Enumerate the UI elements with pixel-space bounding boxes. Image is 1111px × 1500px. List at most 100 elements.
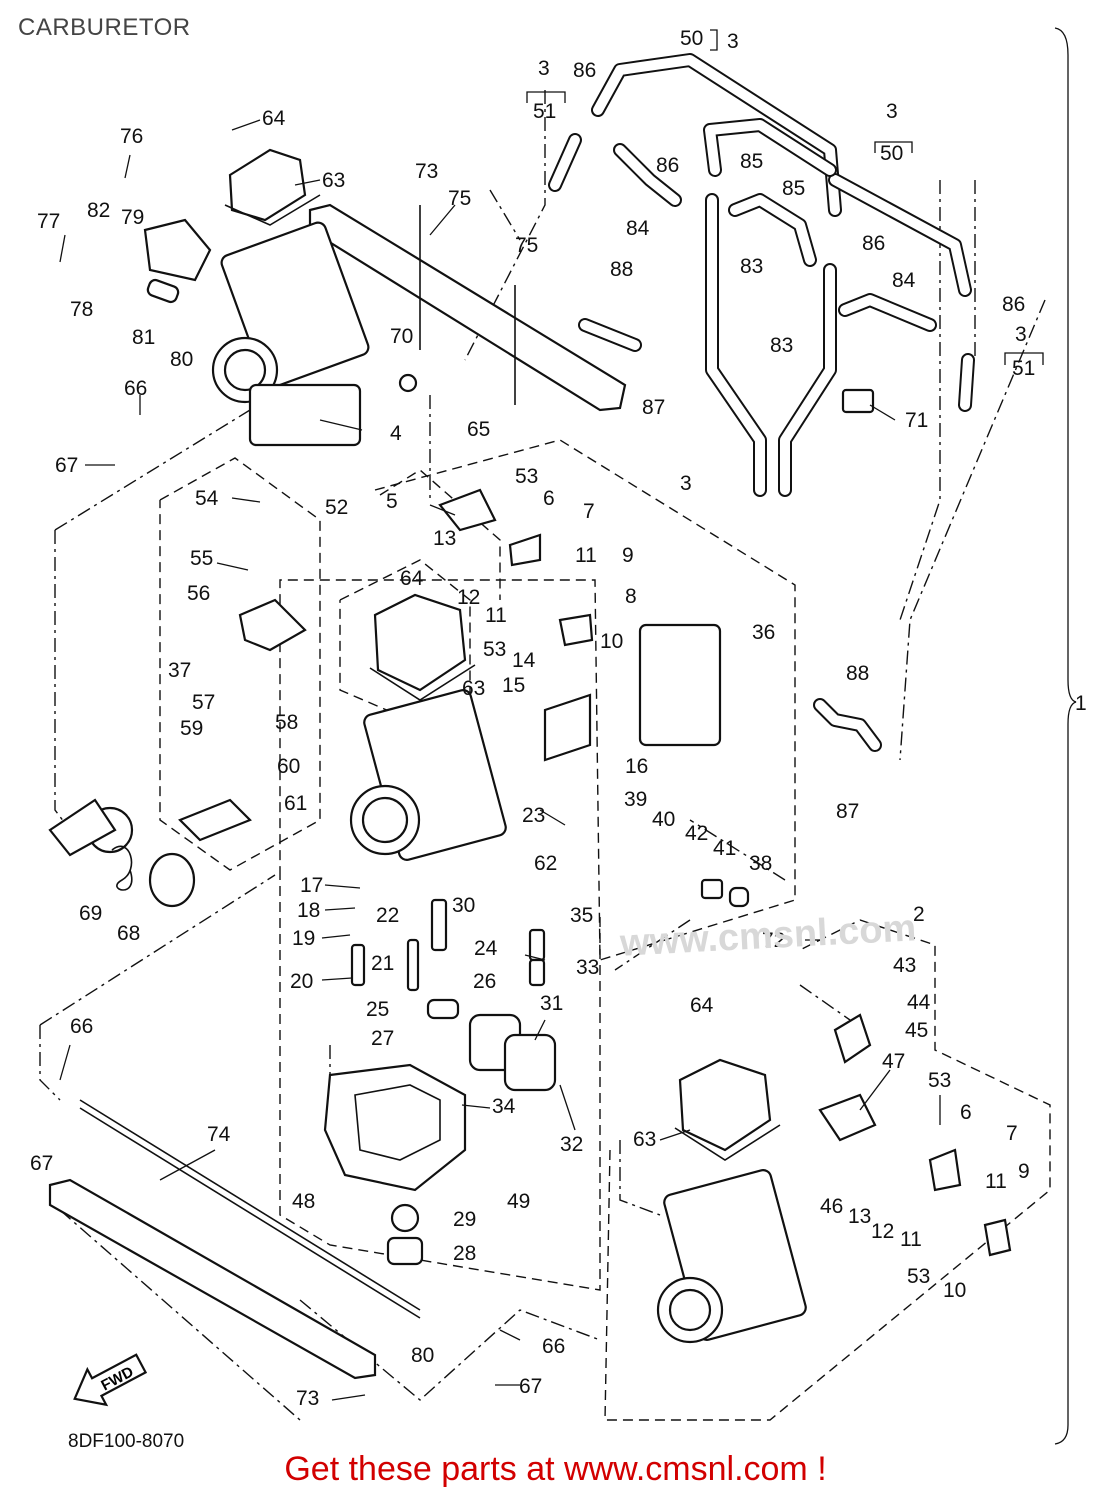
callout: 83 <box>770 334 793 357</box>
callout: 11 <box>900 1228 922 1251</box>
callout: 80 <box>411 1344 434 1367</box>
callout: 69 <box>79 902 102 925</box>
callout: 66 <box>542 1335 565 1358</box>
callout: 63 <box>462 677 485 700</box>
callout: 53 <box>907 1265 930 1288</box>
callout: 41 <box>713 837 736 860</box>
callout: 8 <box>625 585 637 608</box>
callout: 68 <box>117 922 140 945</box>
callout: 9 <box>622 544 634 567</box>
callout: 85 <box>740 150 763 173</box>
callout: 84 <box>892 269 916 292</box>
carburetor-top <box>211 148 370 447</box>
page-title: CARBURETOR <box>18 14 191 41</box>
callout: 47 <box>882 1050 905 1073</box>
callout: 36 <box>752 621 775 644</box>
callout: 4 <box>390 422 402 445</box>
callout: 17 <box>300 874 323 897</box>
callout: 52 <box>325 496 348 519</box>
callout: 60 <box>277 755 300 778</box>
callout: 46 <box>820 1195 843 1218</box>
callout: 35 <box>570 904 593 927</box>
callout: 49 <box>507 1190 530 1213</box>
callout: 88 <box>610 258 633 281</box>
callout: 28 <box>453 1242 476 1265</box>
callout: 33 <box>576 956 599 979</box>
callout: 37 <box>168 659 191 682</box>
callout: 86 <box>1002 293 1025 316</box>
callout: 2 <box>913 903 925 926</box>
callout: 12 <box>457 586 480 609</box>
callout: 67 <box>55 454 78 477</box>
carburetor-middle <box>349 593 722 861</box>
callout: 80 <box>170 348 193 371</box>
callout: 14 <box>512 649 536 672</box>
callout: 78 <box>70 298 93 321</box>
callout: 43 <box>893 954 916 977</box>
callout: 64 <box>262 107 286 130</box>
callout: 70 <box>390 325 413 348</box>
callout: 44 <box>907 991 931 1014</box>
callout: 65 <box>467 418 490 441</box>
callout: 23 <box>522 804 545 827</box>
callout: 50 <box>680 27 703 50</box>
callout: 66 <box>70 1015 93 1038</box>
callout: 54 <box>195 487 219 510</box>
callout: 10 <box>943 1279 966 1302</box>
callout: 3 <box>538 57 550 80</box>
callout: 29 <box>453 1208 476 1231</box>
callout: 66 <box>124 377 147 400</box>
callout: 27 <box>371 1027 394 1050</box>
callout: 3 <box>727 30 739 53</box>
callout: 75 <box>448 187 471 210</box>
callout: 45 <box>905 1019 928 1042</box>
callout: 26 <box>473 970 496 993</box>
callout: 11 <box>575 544 597 567</box>
callout: 38 <box>749 852 772 875</box>
callout: 53 <box>928 1069 951 1092</box>
callout: 5 <box>386 490 398 513</box>
callout: 86 <box>573 59 596 82</box>
callout: 56 <box>187 582 210 605</box>
callout: 76 <box>120 125 143 148</box>
leader-lines <box>59 119 941 1401</box>
callout: 64 <box>690 994 714 1017</box>
callout: 85 <box>782 177 805 200</box>
callout: 9 <box>1018 1160 1030 1183</box>
callout: 7 <box>583 500 595 523</box>
callout: 19 <box>292 927 315 950</box>
callout: 48 <box>292 1190 315 1213</box>
callout: 24 <box>474 937 498 960</box>
callout: 21 <box>371 952 394 975</box>
callout: 31 <box>540 992 563 1015</box>
callout: 67 <box>30 1152 53 1175</box>
callout: 88 <box>846 662 869 685</box>
callout: 87 <box>836 800 859 823</box>
callout: 6 <box>960 1101 972 1124</box>
callout: 62 <box>534 852 557 875</box>
callout: 22 <box>376 904 399 927</box>
assembly-brace <box>1054 27 1077 1445</box>
callout: 42 <box>685 822 708 845</box>
callout: 73 <box>296 1387 319 1410</box>
vent-hoses <box>548 53 975 752</box>
callout: 3 <box>886 100 898 123</box>
callout: 3 <box>1015 323 1027 346</box>
small-components <box>48 218 1012 1257</box>
fwd-arrow-icon: FWD <box>73 1353 148 1407</box>
callout: 58 <box>275 711 298 734</box>
callout: 12 <box>871 1220 894 1243</box>
callout: 67 <box>519 1375 542 1398</box>
callout: 83 <box>740 255 763 278</box>
callout: 20 <box>290 970 313 993</box>
callout: 63 <box>633 1128 656 1151</box>
promo-link[interactable]: Get these parts at www.cmsnl.com ! <box>284 1450 827 1488</box>
callout: 73 <box>415 160 438 183</box>
callout: 75 <box>515 234 538 257</box>
callout: 16 <box>625 755 648 778</box>
callout: 84 <box>626 217 650 240</box>
callout: 25 <box>366 998 389 1021</box>
callout: 11 <box>485 604 507 627</box>
callout: 79 <box>121 206 144 229</box>
